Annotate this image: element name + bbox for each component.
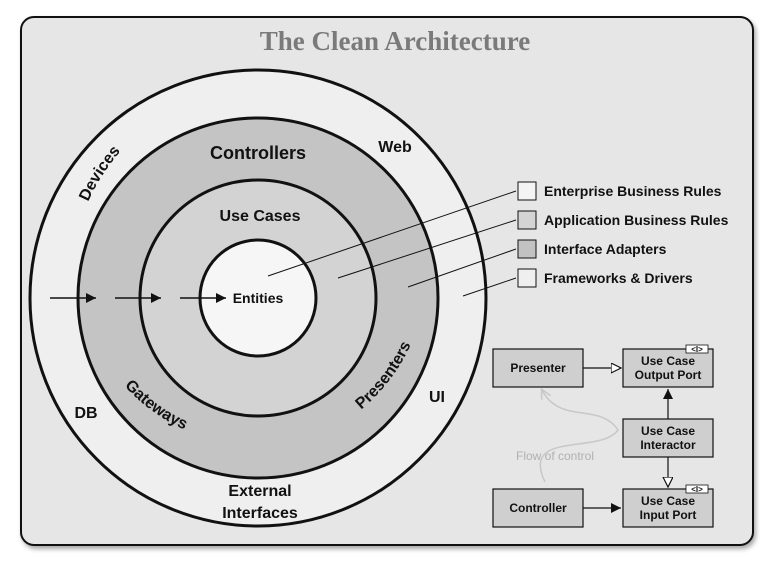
ring-label-db: DB [74, 405, 97, 422]
flow-of-control-curve [539, 390, 619, 483]
legend: Enterprise Business Rules Application Bu… [517, 181, 729, 288]
legend-label-1: Enterprise Business Rules [544, 183, 722, 199]
output-port-box [622, 348, 714, 388]
flow-of-control-diagram: Presenter <I> Use Case Output Port Use C… [492, 344, 714, 528]
ring-label-interfaces: Interfaces [222, 505, 298, 522]
legend-leader-3 [407, 248, 517, 288]
flow-of-control-label: Flow of control [516, 449, 594, 463]
legend-swatch-3 [517, 239, 537, 259]
interactor-label-line2: Interactor [640, 438, 696, 452]
output-port-label-line1: Use Case [641, 354, 695, 368]
input-port-interface-tag [685, 484, 709, 494]
input-port-box [622, 488, 714, 528]
input-port-label-line2: Input Port [640, 508, 697, 522]
ring-label-web: Web [378, 139, 412, 156]
output-port-label-line2: Output Port [635, 368, 702, 382]
legend-leader-1 [267, 190, 517, 277]
ring-label-controllers: Controllers [210, 143, 306, 163]
legend-leader-2 [337, 219, 517, 279]
ring-label-use-cases: Use Cases [220, 208, 301, 225]
legend-label-2: Application Business Rules [544, 212, 729, 228]
output-port-interface-marker: <I> [691, 345, 703, 354]
presenter-label: Presenter [510, 361, 566, 375]
presenter-box [492, 348, 584, 388]
ring-label-external: External [228, 483, 291, 500]
output-port-interface-tag [685, 344, 709, 354]
input-port-interface-marker: <I> [691, 485, 703, 494]
controller-label: Controller [509, 501, 567, 515]
legend-swatch-2 [517, 210, 537, 230]
legend-leader-4 [462, 277, 517, 297]
interactor-label-line1: Use Case [641, 424, 695, 438]
legend-label-4: Frameworks & Drivers [544, 270, 693, 286]
diagram-title: The Clean Architecture [260, 26, 530, 56]
ring-label-entities: Entities [233, 290, 284, 306]
input-port-label-line1: Use Case [641, 494, 695, 508]
legend-swatch-1 [517, 181, 537, 201]
legend-label-3: Interface Adapters [544, 241, 667, 257]
ring-label-ui: UI [429, 389, 445, 406]
legend-swatch-4 [517, 268, 537, 288]
